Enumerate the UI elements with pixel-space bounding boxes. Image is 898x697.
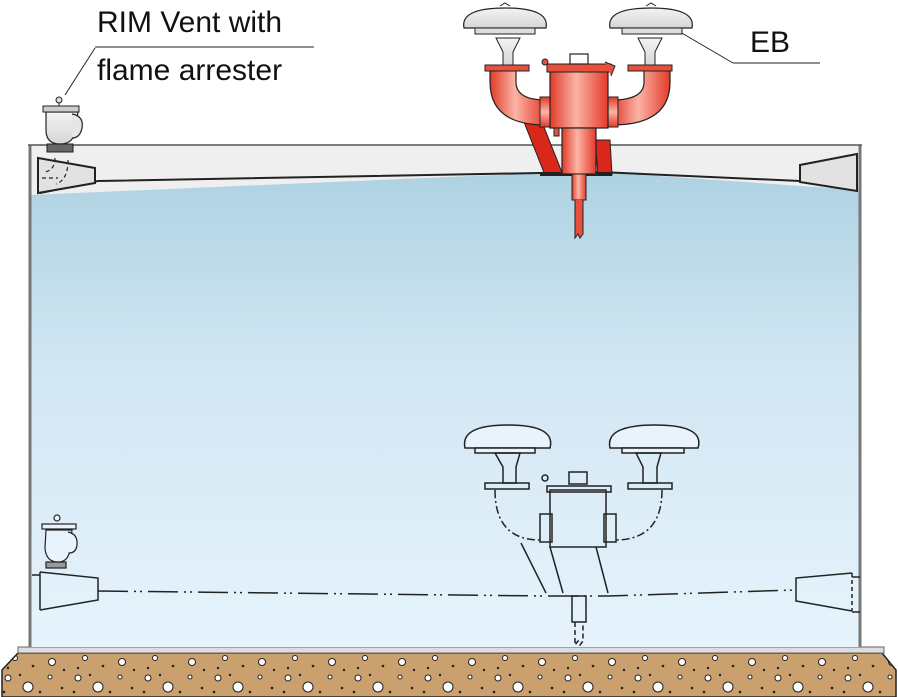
foundation <box>1 646 897 697</box>
rim-vent-top <box>42 96 83 153</box>
rim-vent-leader-line <box>64 47 96 96</box>
rim-vent-label-line1: RIM Vent with <box>97 6 282 39</box>
rim-vent-label-line2: flame arrester <box>97 54 282 87</box>
eb-leader-line <box>679 31 734 64</box>
rim-vent-lowered <box>41 514 78 569</box>
tank-shell <box>28 144 862 647</box>
rim-seal-left <box>37 156 96 195</box>
emergency-vent-raised <box>463 2 693 240</box>
emergency-vent-lowered <box>463 424 700 648</box>
eb-label: EB <box>750 26 790 59</box>
rim-seal-right <box>799 152 858 193</box>
